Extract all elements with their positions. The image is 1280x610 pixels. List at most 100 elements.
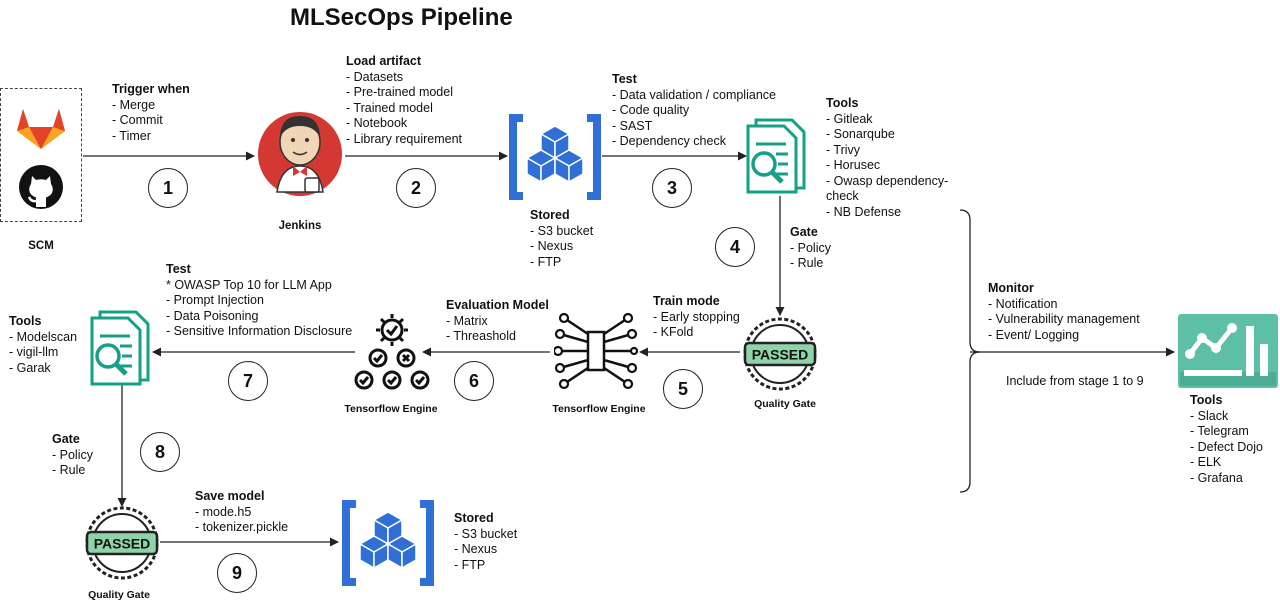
trigger-heading: Trigger when [112,82,190,96]
monitor-list: - Notification- Vulnerability management… [988,297,1140,344]
step-9: 9 [217,553,257,593]
list-item: - Policy [52,447,93,462]
evaluation-list: - Matrix- Threashold [446,314,549,345]
list-item: - Commit [112,113,163,127]
stored-bottom-heading: Stored [454,511,494,525]
save-model-block: Save model - mode.h5- tokenizer.pickle [195,489,288,536]
tools-top-block: Tools - Gitleak- Sonarqube- Trivy- Horus… [826,96,948,220]
list-item: - NB Defense [826,204,902,219]
test-top-list: - Data validation / compliance- Code qua… [612,88,776,150]
step-5: 5 [663,369,703,409]
list-item: - mode.h5 [195,504,252,519]
save-model-list: - mode.h5- tokenizer.pickle [195,505,288,536]
list-item: - Gitleak [826,111,873,126]
list-item: - Pre-trained model [346,85,453,99]
dashboard-icon [1178,314,1278,388]
trigger-block: Trigger when - Merge- Commit- Timer [112,82,190,144]
list-item: check [826,189,859,203]
list-item: - Data validation / compliance [612,87,776,102]
list-item: - FTP [530,254,562,269]
list-item: - Event/ Logging [988,327,1080,342]
gitlab-icon [17,109,65,149]
list-item: - Trained model [346,100,433,115]
diagram-title: MLSecOps Pipeline [290,4,513,31]
tf-engine-train-label: Tensorflow Engine [552,403,646,415]
gate-left-heading: Gate [52,432,80,446]
neural-network-icon [554,312,638,390]
jenkins-label: Jenkins [278,220,322,232]
list-item: - Defect Dojo [1190,439,1263,454]
train-mode-list: - Early stopping- KFold [653,310,740,341]
load-artifact-heading: Load artifact [346,54,422,68]
llm-test-list: * OWASP Top 10 for LLM App- Prompt Injec… [166,278,352,340]
list-item: - Merge [112,97,156,112]
list-item: - Vulnerability management [988,312,1140,326]
tools-monitor-list: - Slack- Telegram- Defect Dojo- ELK- Gra… [1190,409,1263,487]
llm-test-heading: Test [166,262,191,276]
evaluation-block: Evaluation Model - Matrix- Threashold [446,298,549,345]
stored-top-block: Stored - S3 bucket- Nexus- FTP [530,208,593,270]
tools-left-block: Tools - Modelscan- vigil-llm- Garak [9,314,77,376]
step-8: 8 [140,432,180,472]
stored-top-heading: Stored [530,208,570,222]
list-item: - Timer [112,128,151,143]
gear-check-icon [354,314,430,390]
list-item: - Rule [52,463,86,477]
list-item: - Prompt Injection [166,293,264,307]
list-item: - Code quality [612,103,690,117]
list-item: - Nexus [530,239,574,253]
list-item: - Notebook [346,116,408,130]
monitor-block: Monitor - Notification- Vulnerability ma… [988,281,1140,343]
list-item: - Owasp dependency- [826,173,949,188]
quality-gate-bottom-label: Quality Gate [88,589,150,601]
list-item: - Rule [790,256,824,270]
stored-bottom-block: Stored - S3 bucket- Nexus- FTP [454,511,517,573]
passed-badge-bottom-text: PASSED [94,536,151,552]
gate-left-block: Gate - Policy- Rule [52,432,93,479]
document-scan-icon-top [746,118,806,194]
monitor-brace [959,209,981,493]
list-item: - Modelscan [9,329,78,344]
document-scan-icon-left [90,310,150,386]
list-item: - Data Poisoning [166,308,259,323]
list-item: - ELK [1190,455,1222,469]
list-item: - tokenizer.pickle [195,520,289,534]
scm-label: SCM [28,240,54,252]
tools-left-heading: Tools [9,314,42,328]
step-3: 3 [652,168,692,208]
test-top-block: Test - Data validation / compliance- Cod… [612,72,776,150]
llm-test-block: Test * OWASP Top 10 for LLM App- Prompt … [166,262,352,340]
load-artifact-list: - Datasets- Pre-trained model- Trained m… [346,70,462,148]
list-item: - Notification [988,296,1058,311]
load-artifact-block: Load artifact - Datasets- Pre-trained mo… [346,54,462,147]
gate-top-list: - Policy- Rule [790,241,831,272]
list-item: - vigil-llm [9,345,59,359]
list-item: - Trivy [826,142,861,157]
step-2: 2 [396,168,436,208]
step-1: 1 [148,168,188,208]
storage-icon-top [509,114,601,200]
passed-badge-top-text: PASSED [752,347,809,363]
stored-bottom-list: - S3 bucket- Nexus- FTP [454,527,517,574]
list-item: * OWASP Top 10 for LLM App [166,277,332,292]
list-item: - SAST [612,118,653,133]
list-item: - S3 bucket [454,526,518,541]
quality-gate-top-label: Quality Gate [754,398,816,410]
list-item: - Datasets [346,69,403,84]
scm-box [0,88,82,222]
list-item: - Early stopping [653,309,740,324]
list-item: - Sonarqube [826,127,895,141]
stored-top-list: - S3 bucket- Nexus- FTP [530,224,593,271]
trigger-list: - Merge- Commit- Timer [112,98,190,145]
list-item: - Sensitive Information Disclosure [166,324,353,338]
tools-left-list: - Modelscan- vigil-llm- Garak [9,330,77,377]
train-mode-heading: Train mode [653,294,720,308]
github-icon [19,165,63,209]
monitor-heading: Monitor [988,281,1034,295]
train-mode-block: Train mode - Early stopping- KFold [653,294,740,341]
list-item: - Nexus [454,542,498,556]
tf-engine-eval-label: Tensorflow Engine [344,403,438,415]
list-item: - Horusec [826,158,881,172]
